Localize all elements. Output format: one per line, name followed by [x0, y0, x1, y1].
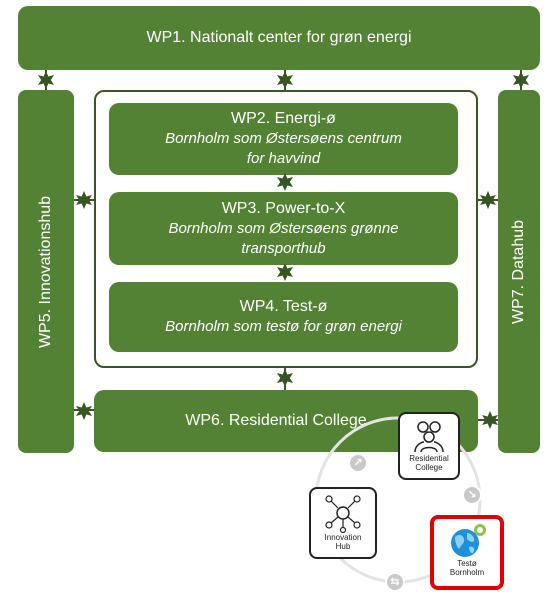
star-connector-icon	[482, 411, 498, 429]
wp2-box: WP2. Energi-ø Bornholm som Østersøens ce…	[109, 103, 458, 175]
wp4-box: WP4. Test-ø Bornholm som testø for grøn …	[109, 282, 458, 352]
wp5-box: WP5. Innovationshub	[18, 90, 74, 453]
star-connector-icon	[277, 263, 293, 281]
wp2-subtitle: Bornholm som Østersøens centrum for havv…	[165, 130, 402, 167]
cycle-arrow-icon: ↘	[462, 485, 482, 505]
star-connector-icon	[277, 173, 293, 191]
star-connector-icon	[38, 71, 54, 89]
wp4-title: WP4. Test-ø	[239, 298, 328, 315]
star-connector-icon	[277, 71, 293, 89]
wp2-title: WP2. Energi-ø	[231, 110, 336, 127]
wp4-subtitle: Bornholm som testø for grøn energi	[165, 318, 402, 335]
residential-college-label: Residential College	[409, 454, 449, 472]
star-connector-icon	[277, 369, 293, 387]
wp3-box: WP3. Power-to-X Bornholm som Østersøens …	[109, 192, 458, 265]
testo-bornholm-card: Testø Bornholm	[430, 515, 504, 590]
testo-bornholm-label: Testø Bornholm	[449, 559, 485, 577]
innovation-hub-card: Innovation Hub	[309, 487, 377, 559]
people-group-icon	[414, 421, 444, 453]
wp6-label: WP6. Residential College	[185, 412, 367, 429]
cycle-arrow-icon: ↗	[348, 453, 368, 473]
star-connector-icon	[76, 191, 92, 209]
cycle-arrow-icon: ⇆	[385, 572, 405, 592]
wp3-title: WP3. Power-to-X	[221, 199, 346, 217]
wp1-box: WP1. Nationalt center for grøn energi	[18, 6, 540, 70]
star-connector-icon	[76, 402, 92, 420]
residential-college-card: Residential College	[398, 412, 460, 480]
wp7-box: WP7. Datahub	[498, 90, 540, 453]
wp1-label: WP1. Nationalt center for grøn energi	[146, 29, 412, 46]
wp3-subtitle: Bornholm som Østersøens grønne transport…	[168, 219, 399, 257]
star-connector-icon	[513, 71, 529, 89]
globe-icon	[451, 524, 486, 557]
innovation-hub-label: Innovation Hub	[324, 533, 362, 551]
network-nodes-icon	[325, 495, 361, 533]
star-connector-icon	[480, 191, 496, 209]
